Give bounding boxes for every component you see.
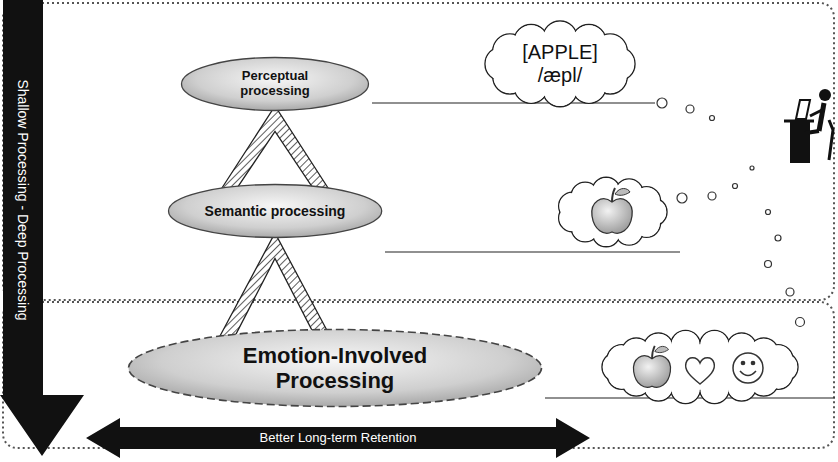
hatched-chevron <box>220 106 330 191</box>
heart-icon <box>686 358 715 384</box>
ellipse-shape <box>168 185 381 238</box>
node-label: Emotion-Involved Processing <box>228 343 443 394</box>
arrow-shape <box>0 0 86 458</box>
word-text: /æpl/ <box>538 64 582 87</box>
level-line <box>372 102 655 103</box>
level-line <box>385 251 680 252</box>
node-label: Semantic processing <box>205 203 346 219</box>
node-label: Perceptual processing <box>229 69 321 99</box>
cloud-shape <box>485 21 635 107</box>
perceptual-ellipse: Perceptual processing <box>180 56 370 112</box>
upper-frame <box>3 3 834 300</box>
person-at-desk <box>784 89 833 163</box>
smiley-icon <box>733 353 763 383</box>
emotion-ellipse: Emotion-Involved Processing <box>127 328 543 408</box>
arrow-body <box>86 418 590 458</box>
hatched-chevron <box>220 233 330 336</box>
word-text: [APPLE] <box>522 41 598 64</box>
arrow-body <box>0 0 84 456</box>
ellipse-shape <box>182 58 369 111</box>
node-label: Better Long-term Retention <box>260 431 417 446</box>
node-label: Shallow Processing - Deep Processing <box>15 79 31 320</box>
apple-icon <box>592 188 632 233</box>
thought-cloud <box>559 177 667 247</box>
thought-dots <box>657 98 805 327</box>
ellipse-shape <box>129 330 542 407</box>
semantic-ellipse: Semantic processing <box>167 183 383 239</box>
apple-icon <box>633 346 670 387</box>
lower-frame <box>3 302 834 448</box>
retention-arrow: Better Long-term Retention <box>86 418 590 458</box>
word-cloud: [APPLE]/æpl/ <box>485 21 635 107</box>
thought-cloud <box>602 330 798 403</box>
depth-arrow: Shallow Processing - Deep Processing <box>0 0 86 458</box>
